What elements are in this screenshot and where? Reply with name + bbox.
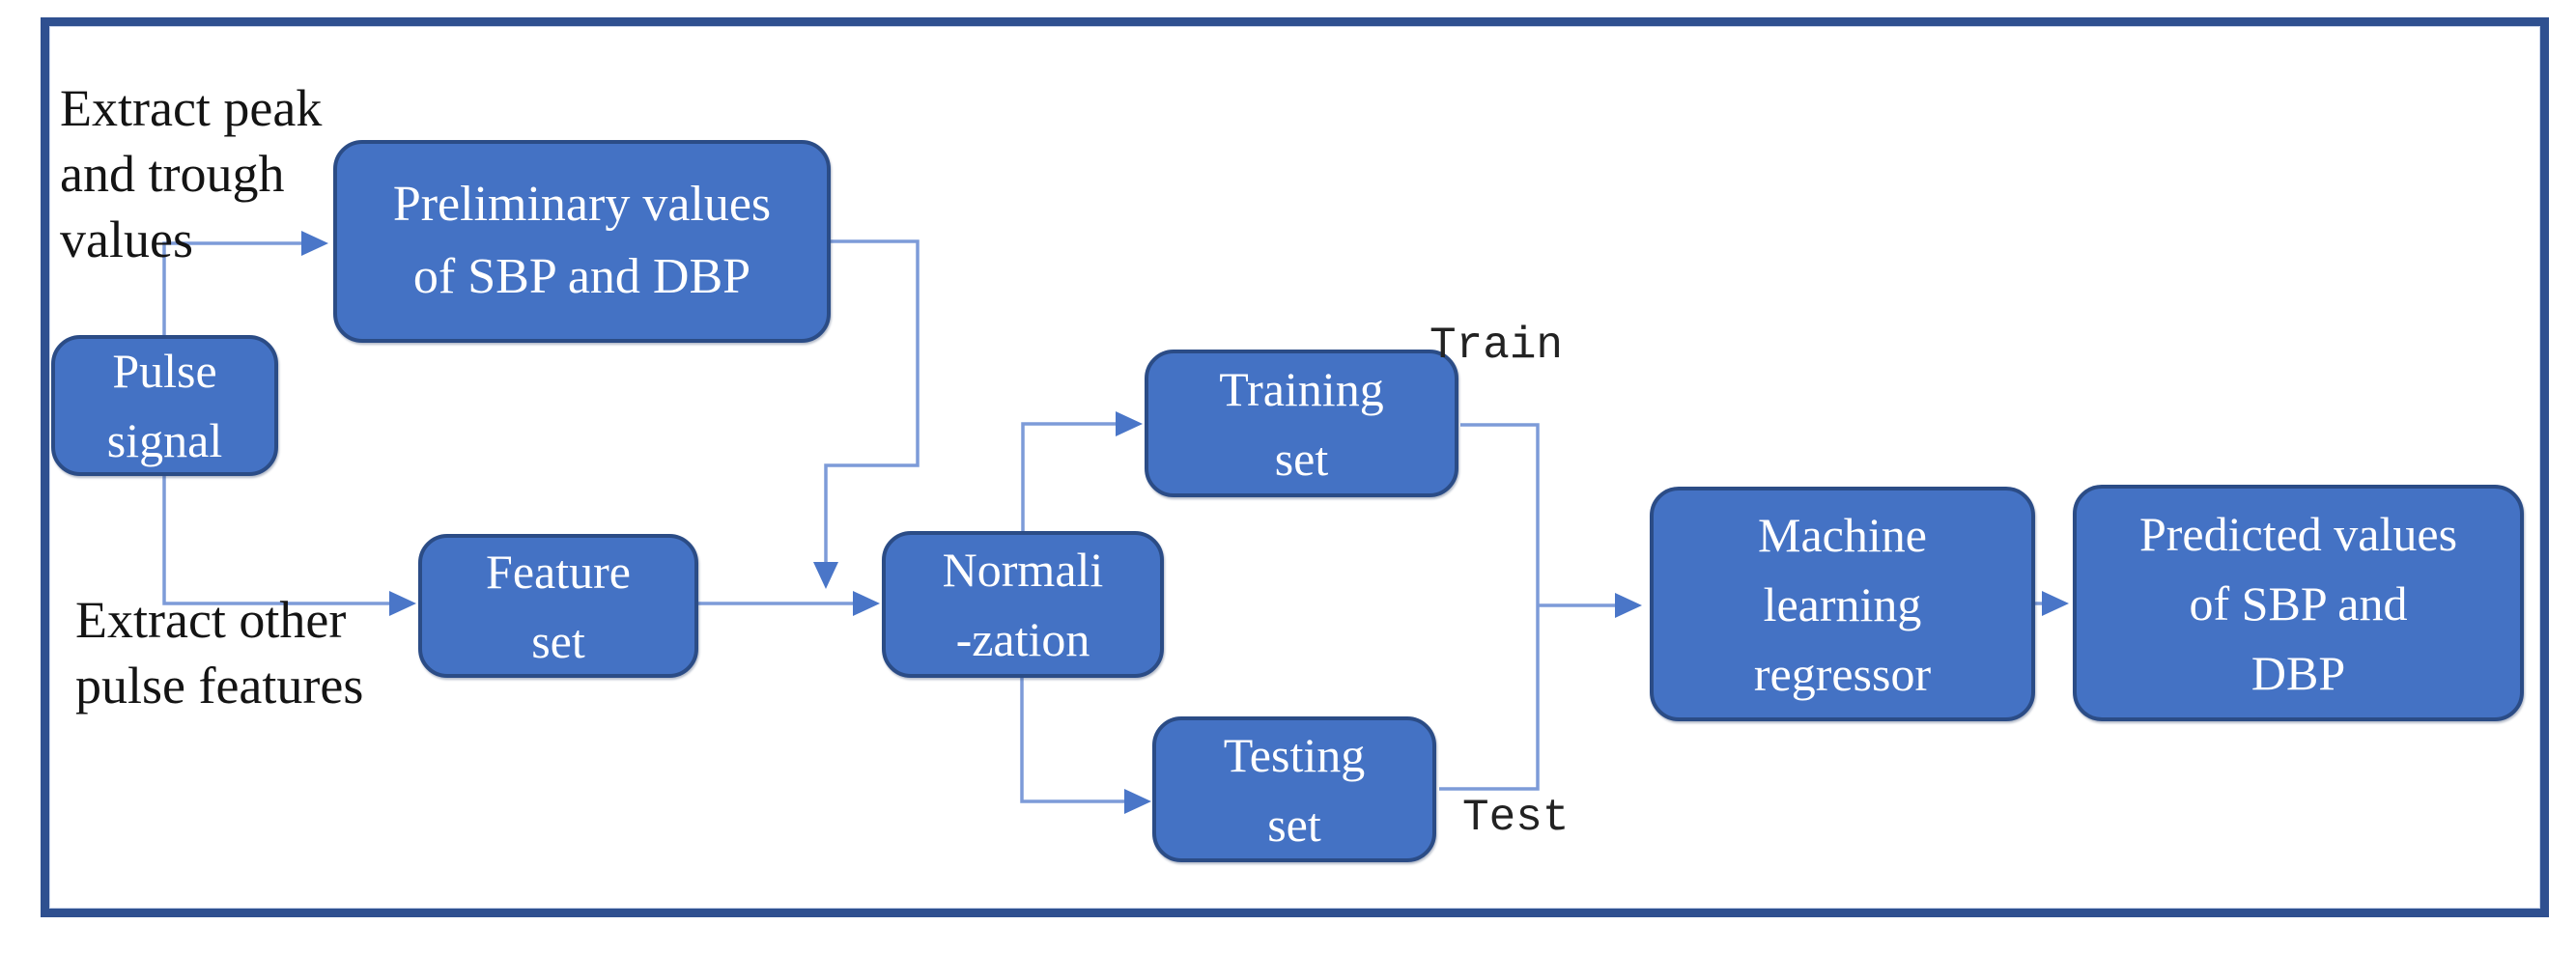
node-label: Preliminary values of SBP and DBP xyxy=(392,177,772,304)
node-feature-set: Feature set xyxy=(418,534,698,678)
node-pulse-signal: Pulse signal xyxy=(51,335,278,476)
connector-normalization-to-testing xyxy=(1020,677,1151,814)
annotation-extract-peak: Extract peak and trough values xyxy=(60,79,323,268)
node-testing-set: Testing set xyxy=(1152,716,1436,862)
arrow-right-icon xyxy=(1615,593,1642,618)
node-label: Predicted values of SBP and DBP xyxy=(2138,506,2458,700)
node-label: Training set xyxy=(1219,361,1384,486)
arrow-right-icon xyxy=(389,591,416,616)
arrow-right-icon xyxy=(2042,591,2069,616)
annotation-train: Train xyxy=(1430,321,1564,371)
arrow-right-icon xyxy=(853,591,880,616)
node-machine-learning-regressor: Machine learning regressor xyxy=(1650,487,2035,721)
diagram-border xyxy=(41,17,2549,917)
node-normalization: Normali -zation xyxy=(882,531,1164,678)
annotation-test: Test xyxy=(1462,793,1570,843)
node-training-set: Training set xyxy=(1145,350,1458,497)
node-predicted-values: Predicted values of SBP and DBP xyxy=(2073,485,2524,721)
arrow-right-icon xyxy=(301,231,328,256)
annotation-extract-other: Extract other pulse features xyxy=(75,591,364,715)
connector-normalization-to-training xyxy=(1021,411,1143,532)
node-label: Normali -zation xyxy=(942,543,1104,666)
connector-pulse-to-feature-set xyxy=(162,476,416,616)
arrow-down-icon xyxy=(813,562,838,589)
connector-junction-to-ml xyxy=(1538,593,1642,618)
arrow-right-icon xyxy=(1124,789,1151,814)
node-label: Feature set xyxy=(486,544,631,668)
arrow-right-icon xyxy=(1116,411,1143,436)
connector-preliminary-to-normalization xyxy=(813,239,920,589)
node-preliminary-values: Preliminary values of SBP and DBP xyxy=(333,140,831,343)
connector-ml-to-predicted xyxy=(2035,591,2069,616)
node-label: Pulse signal xyxy=(106,344,223,467)
connector-pulse-to-preliminary xyxy=(162,231,328,335)
connector-feature-to-normalization xyxy=(698,591,880,616)
node-label: Testing set xyxy=(1223,727,1366,852)
node-label: Machine learning regressor xyxy=(1753,507,1932,701)
